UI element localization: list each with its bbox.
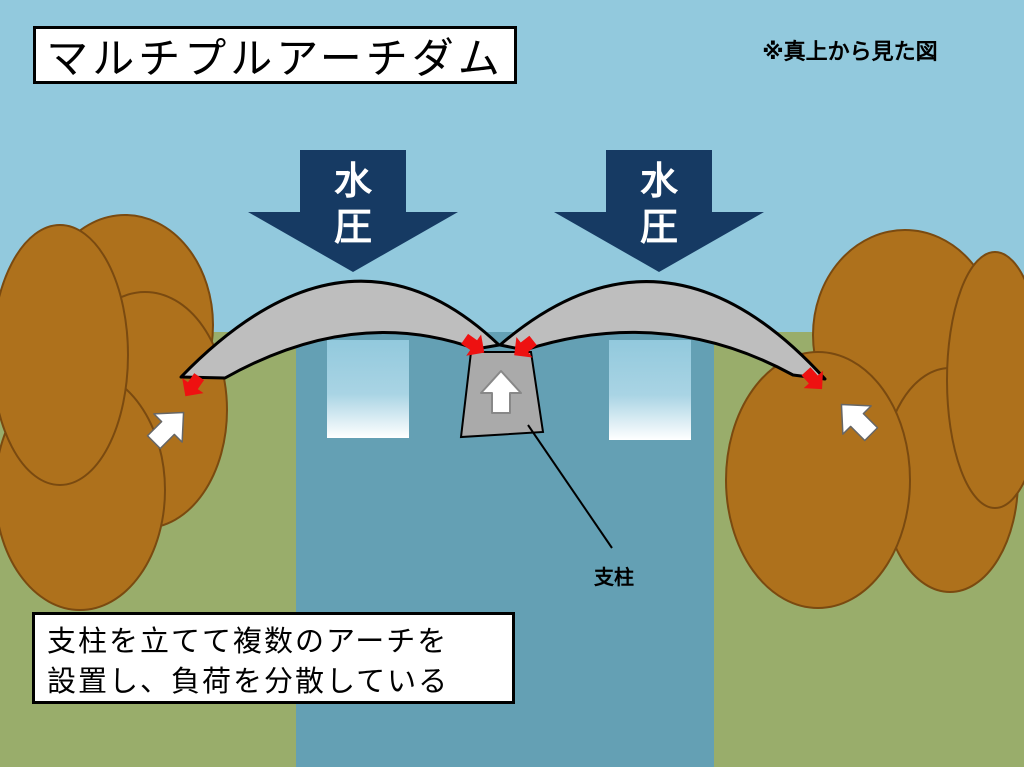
diagram-title-box: マルチプルアーチダム [33, 26, 517, 84]
pressure-label-line1: 水 [333, 159, 372, 203]
pressure-label-line2: 圧 [333, 205, 372, 249]
compression-force-arrow-icon [801, 367, 823, 390]
water-pressure-arrow-icon [554, 150, 764, 272]
pressure-label-line2: 圧 [639, 205, 678, 249]
diagram-title: マルチプルアーチダム [46, 33, 504, 83]
compression-force-arrow-icon [514, 335, 537, 358]
arch-right [498, 280, 827, 381]
right-rock-bank [725, 229, 1024, 609]
view-note: ※真上から見た図 [762, 40, 938, 65]
water-pressure-label-left: 水 圧 [323, 158, 383, 250]
spillway-flow-right [609, 340, 691, 440]
reaction-force-arrow-icon [480, 370, 522, 414]
rock-right-3 [946, 251, 1024, 509]
pillar-leader-line [527, 424, 613, 549]
rock-left-4 [0, 224, 129, 486]
caption-box: 支柱を立てて複数のアーチを 設置し、負荷を分散している [32, 612, 515, 704]
compression-force-arrow-icon [461, 333, 485, 356]
compression-force-arrow-icon [182, 373, 205, 397]
reaction-force-arrow-icon [146, 411, 185, 450]
water-pressure-label-right: 水 圧 [629, 158, 689, 250]
pressure-label-line1: 水 [639, 159, 678, 203]
caption-line-1: 支柱を立てて複数のアーチを [47, 624, 449, 658]
rock-right-4 [725, 351, 911, 609]
left-rock-bank [0, 214, 228, 611]
water-pressure-arrow-icon [248, 150, 458, 272]
spillway-flow-left [327, 340, 409, 438]
pillar-label: 支柱 [594, 564, 634, 589]
caption-line-2: 設置し、負荷を分散している [47, 664, 450, 698]
reaction-force-arrow-icon [840, 403, 879, 442]
